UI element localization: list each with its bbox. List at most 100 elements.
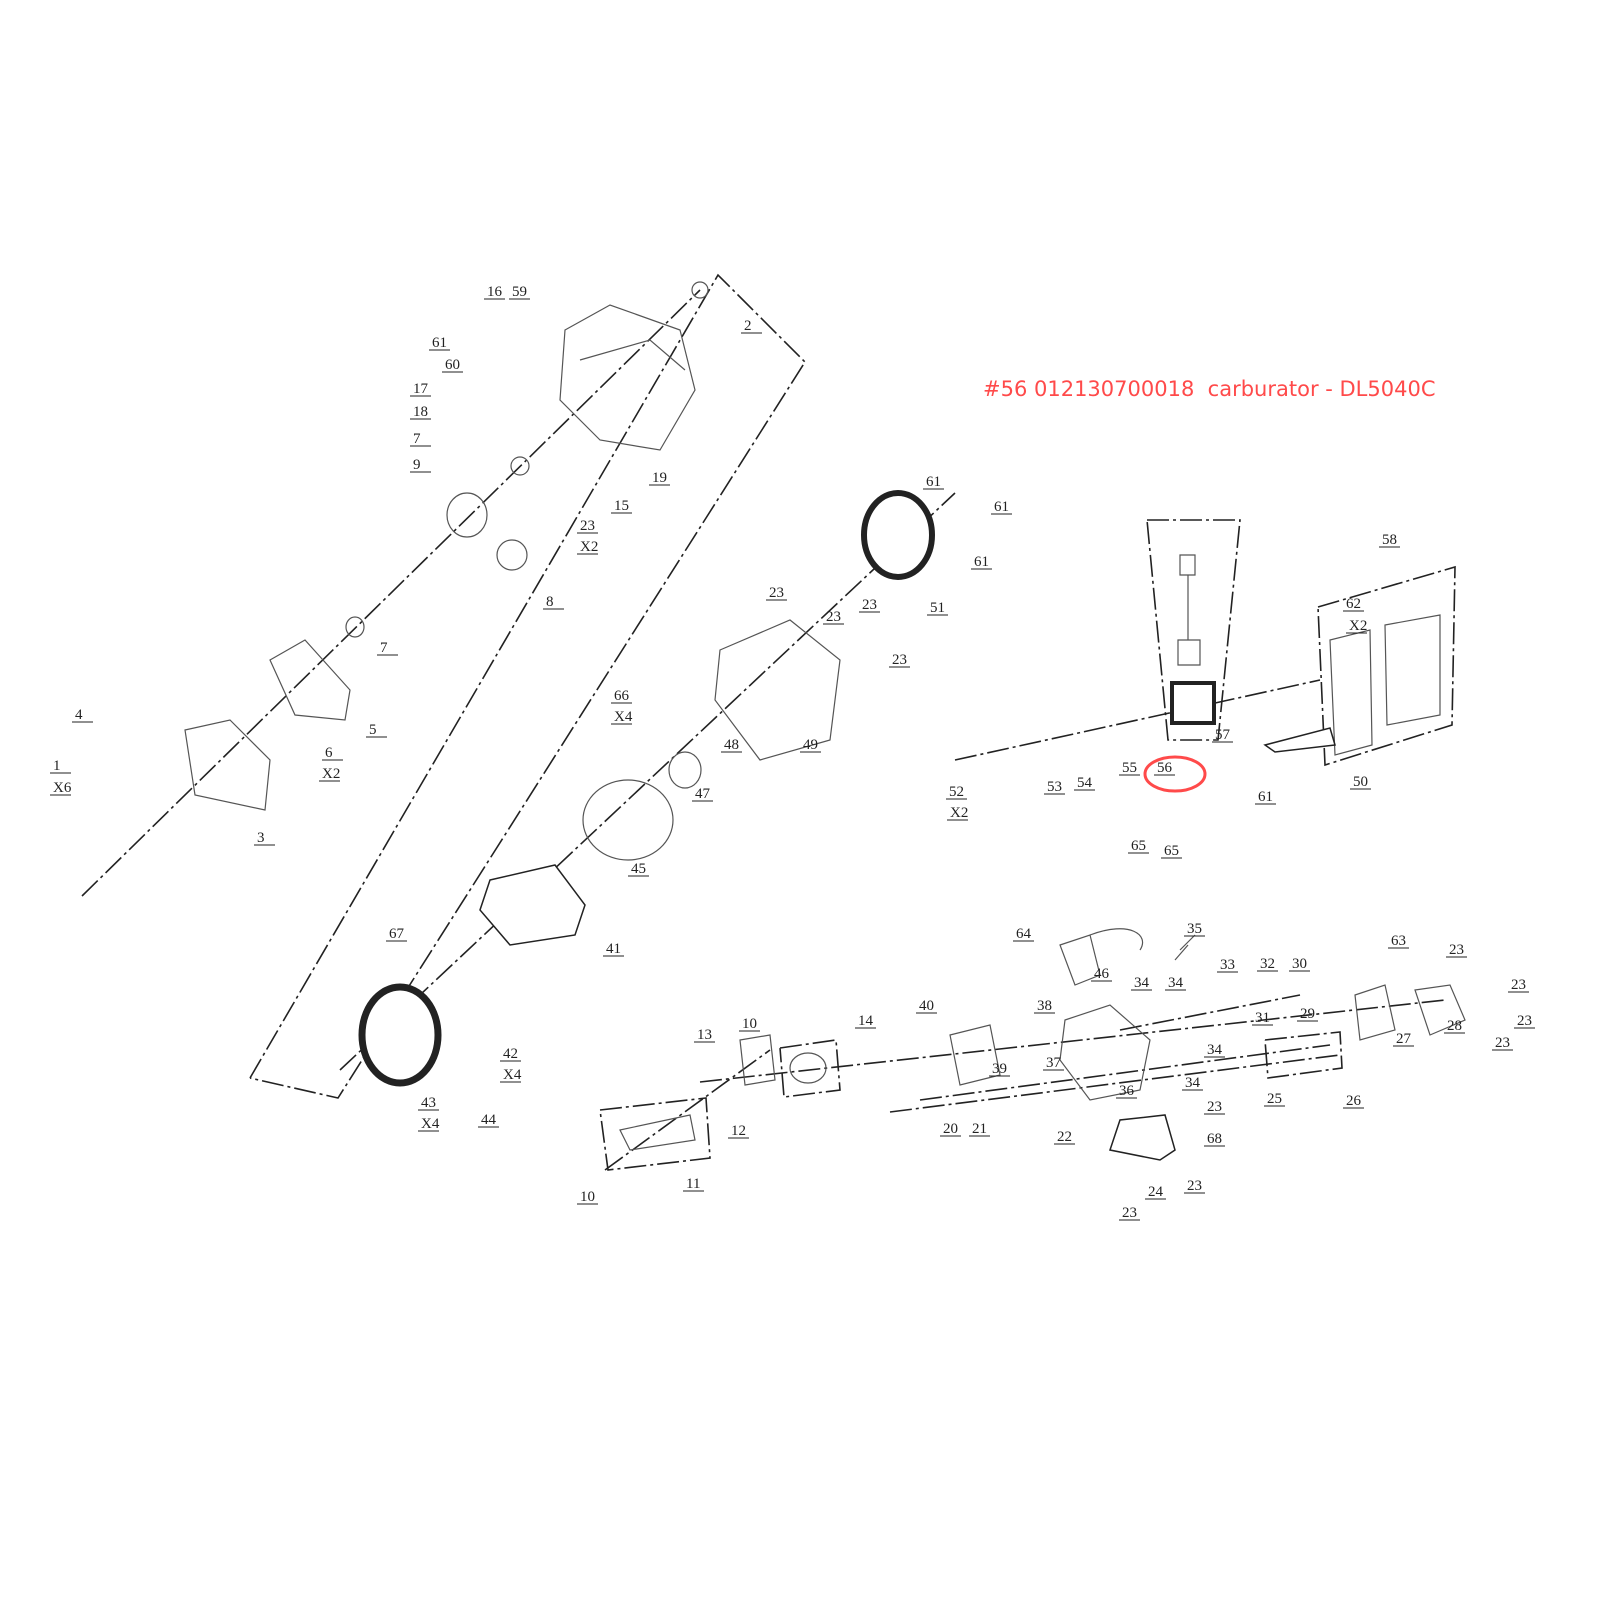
callout-label: 42 [503, 1046, 518, 1062]
recoil-starter [861, 490, 935, 580]
highlight-circle-56 [1143, 755, 1207, 793]
callout-label: 34 [1207, 1042, 1223, 1058]
callout-label: 66 [614, 688, 630, 704]
rocker-axis [1119, 994, 1301, 1031]
callout-label: 40 [919, 998, 934, 1014]
callout-label: 23 [826, 609, 841, 625]
callout-label: 12 [731, 1123, 746, 1139]
callout-label: 56 [1157, 760, 1173, 776]
crankcase [559, 304, 696, 451]
callout-label: 10 [742, 1016, 757, 1032]
callout-label: 39 [992, 1061, 1007, 1077]
intake-bracket [1109, 1114, 1176, 1161]
rotor [479, 864, 586, 946]
callout-label: 23 [1495, 1035, 1510, 1051]
callout-label: 26 [1346, 1093, 1362, 1109]
callout-label: 68 [1207, 1131, 1222, 1147]
callout-label: 65 [1164, 843, 1179, 859]
valve-axis-2 [919, 1044, 1331, 1101]
callout-label: 41 [606, 941, 621, 957]
callout-label: 16 [487, 284, 503, 300]
callout-label: 23 [1517, 1013, 1532, 1029]
callout-label: 14 [858, 1013, 874, 1029]
callout-label: 65 [1131, 838, 1146, 854]
callout-label: 48 [724, 737, 739, 753]
callout-label: X2 [1349, 618, 1367, 634]
callout-label: 5 [369, 722, 377, 738]
callout-label: 22 [1057, 1129, 1072, 1145]
carburetor [1170, 681, 1216, 725]
callout-label: 44 [481, 1112, 497, 1128]
callout-label: 61 [926, 474, 941, 490]
callout-label: 54 [1077, 775, 1093, 791]
callout-label: 43 [421, 1095, 436, 1111]
callout-label: 36 [1119, 1083, 1135, 1099]
callout-label: 38 [1037, 998, 1052, 1014]
flywheel-axis [339, 492, 956, 1071]
callout-label: 37 [1046, 1055, 1062, 1071]
callout-label: 62 [1346, 596, 1361, 612]
callout-label: 19 [652, 470, 667, 486]
callout-label: 15 [614, 498, 629, 514]
callout-label: 3 [257, 830, 265, 846]
callout-label: 6 [325, 745, 333, 761]
parts [184, 281, 1466, 1161]
head-gasket [949, 1024, 1001, 1086]
bearing-2 [345, 616, 365, 638]
callout-label: 27 [1396, 1031, 1412, 1047]
gasket [269, 639, 351, 721]
callout-label: 29 [1300, 1006, 1315, 1022]
camshaft [446, 492, 488, 538]
bearing [510, 456, 530, 476]
callout-label: 60 [445, 357, 460, 373]
callout-label: 7 [413, 431, 421, 447]
callout-label: 11 [686, 1176, 700, 1192]
bracket [1263, 727, 1336, 753]
callout-label: 1 [53, 758, 61, 774]
carburetor-group-box [1146, 519, 1241, 741]
callout-label: X2 [322, 766, 340, 782]
oil-seal [691, 281, 709, 299]
callout-label: 21 [972, 1121, 987, 1137]
cylinder-head-axis [699, 999, 1446, 1083]
callout-label: 53 [1047, 779, 1062, 795]
connecting-rod-box [599, 1097, 711, 1171]
callout-label: 33 [1220, 957, 1235, 973]
callout-label: 23 [769, 585, 784, 601]
piston [739, 1034, 776, 1086]
callout-label: X2 [580, 539, 598, 555]
rocker-box [1264, 1031, 1343, 1079]
fuel-cut-solenoid [1177, 554, 1201, 666]
callout-label: 17 [413, 381, 429, 397]
valve-axis-1 [889, 1054, 1341, 1113]
callout-label: 61 [432, 335, 447, 351]
callout-label: 23 [1122, 1205, 1137, 1221]
callout-label: 61 [1258, 789, 1273, 805]
callout-label: 61 [974, 554, 989, 570]
rocker-gasket [1354, 984, 1396, 1041]
main-axis-upper [81, 289, 701, 897]
callout-label: 7 [380, 640, 388, 656]
callout-label: 9 [413, 457, 421, 473]
callout-label: 31 [1255, 1010, 1270, 1026]
spark-plug [1174, 934, 1196, 961]
callout-label: X4 [421, 1116, 440, 1132]
piston-ring-box [779, 1039, 841, 1098]
crankcase-group-boundary [249, 273, 807, 1099]
air-filter-group-box [1317, 565, 1456, 767]
callout-label: 50 [1353, 774, 1368, 790]
callout-label: 51 [930, 600, 945, 616]
callout-label: 23 [862, 597, 877, 613]
callout-label: 34 [1185, 1075, 1201, 1091]
starter-cup [668, 751, 702, 789]
carburetor-axis [954, 679, 1321, 761]
callout-label: 18 [413, 404, 428, 420]
callout-label: X6 [53, 780, 72, 796]
callout-label: 24 [1148, 1184, 1164, 1200]
piston-rings [789, 1052, 827, 1084]
connecting-rod [619, 1114, 696, 1151]
callout-label: 61 [994, 499, 1009, 515]
